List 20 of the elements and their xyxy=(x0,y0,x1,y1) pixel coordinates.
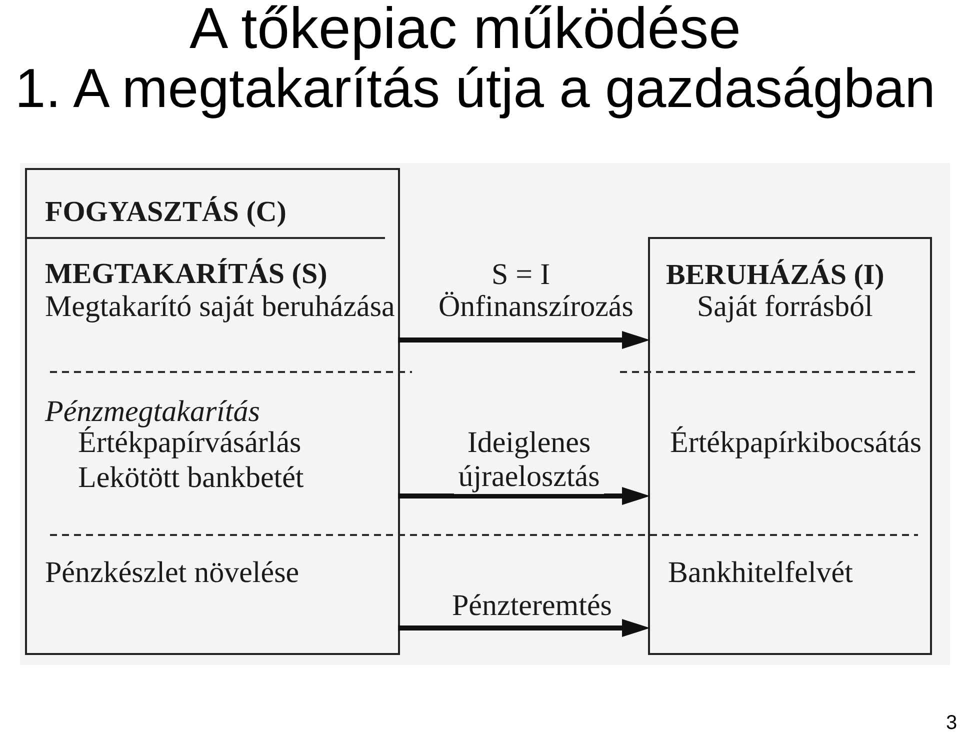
arrow xyxy=(398,619,650,637)
row-text: Pénzkészlet növelése xyxy=(45,558,300,588)
row-text: Saját forrásból xyxy=(697,292,873,322)
row-text: Megtakarító saját beruházása xyxy=(45,292,395,322)
arrow xyxy=(398,331,650,349)
equation-text: S = I xyxy=(492,260,550,290)
row-text: Bankhitelfelvét xyxy=(668,558,853,588)
arrow xyxy=(398,487,650,505)
title: A tőkepiac működése xyxy=(190,0,741,58)
outlined-box xyxy=(648,237,932,655)
row-text: Lekötött bankbetét xyxy=(78,463,304,493)
row-text: Értékpapírvásárlás xyxy=(78,428,302,458)
heading: MEGTAKARÍTÁS (S) xyxy=(45,260,328,289)
subtitle: 1. A megtakarítás útja a gazdaságban xyxy=(15,61,936,116)
subheading: Pénzmegtakarítás xyxy=(45,397,260,427)
heading: FOGYASZTÁS (C) xyxy=(45,198,286,227)
outlined-box xyxy=(25,168,400,655)
page-number: 3 xyxy=(946,713,958,733)
row-text: Értékpapírkibocsátás xyxy=(670,428,922,458)
heading: BERUHÁZÁS (I) xyxy=(666,261,884,290)
